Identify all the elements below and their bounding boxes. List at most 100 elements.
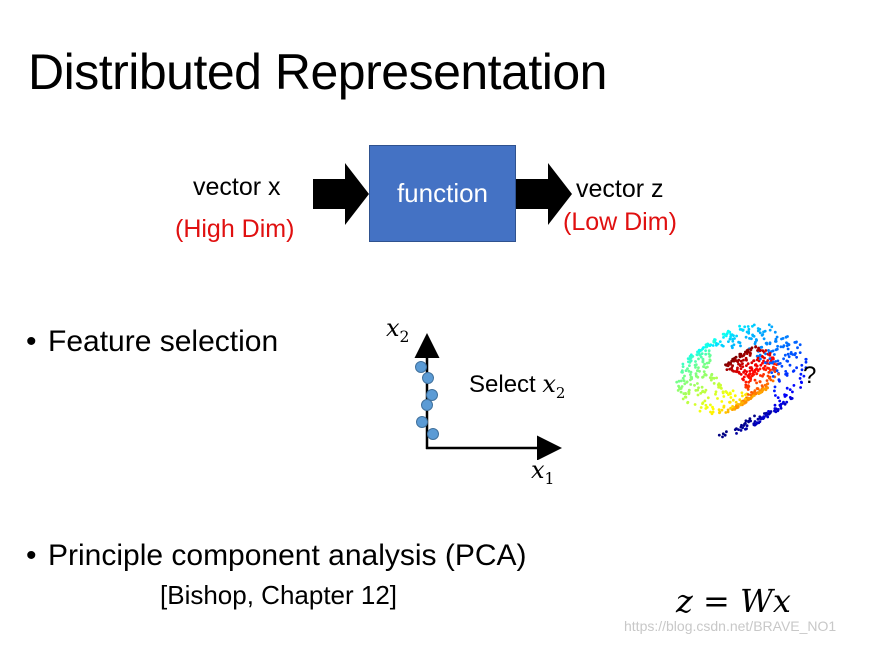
roll-point [711, 344, 715, 347]
roll-point [736, 366, 739, 370]
roll-point [774, 348, 778, 352]
roll-point [800, 368, 804, 372]
roll-point [754, 338, 758, 341]
roll-point [772, 365, 775, 369]
slide-title: Distributed Representation [28, 44, 608, 100]
roll-point [749, 347, 753, 351]
roll-point [792, 384, 796, 387]
roll-point [774, 340, 778, 343]
roll-point [766, 359, 770, 362]
roll-point [752, 423, 756, 427]
roll-point [756, 329, 760, 333]
roll-point [758, 349, 762, 353]
roll-point [750, 361, 754, 365]
roll-point [698, 353, 702, 357]
roll-point [709, 378, 713, 382]
roll-point [768, 352, 772, 355]
roll-point [742, 354, 746, 357]
roll-point [746, 362, 750, 366]
roll-point [731, 398, 735, 402]
roll-point [750, 367, 754, 371]
roll-point [726, 408, 730, 412]
roll-point [800, 363, 804, 367]
roll-point [745, 330, 749, 334]
roll-point [699, 391, 703, 395]
roll-point [749, 377, 753, 381]
roll-point [701, 375, 704, 379]
roll-point [773, 403, 777, 407]
roll-point [775, 369, 779, 372]
roll-point [711, 410, 715, 414]
roll-point [745, 370, 748, 373]
roll-point [731, 357, 735, 361]
roll-point [697, 386, 700, 390]
roll-point [738, 354, 742, 358]
roll-point [804, 360, 808, 364]
roll-point [677, 379, 681, 383]
roll-point [721, 332, 725, 336]
roll-point [742, 424, 746, 427]
roll-point [753, 342, 757, 346]
roll-point [762, 359, 765, 363]
roll-point [746, 374, 750, 378]
roll-point [767, 371, 771, 374]
roll-point [739, 367, 743, 370]
roll-point [740, 391, 744, 395]
roll-point [685, 380, 689, 384]
roll-point [723, 333, 727, 337]
roll-point [731, 339, 735, 343]
roll-point [735, 432, 738, 435]
bullet-marker: • [26, 539, 37, 572]
roll-point [766, 386, 769, 390]
roll-point [785, 372, 789, 375]
roll-point [733, 394, 737, 398]
roll-point [731, 389, 735, 393]
roll-point [702, 365, 705, 368]
roll-point [749, 393, 753, 397]
roll-point [796, 346, 799, 350]
roll-point [762, 373, 765, 376]
feature-point [415, 361, 427, 373]
roll-point [746, 388, 750, 391]
roll-point [769, 410, 773, 413]
roll-point [728, 400, 731, 404]
roll-point [784, 370, 788, 373]
roll-point [776, 396, 780, 399]
roll-point [751, 333, 754, 337]
roll-point [719, 386, 723, 390]
roll-point [689, 359, 693, 363]
roll-point [764, 349, 768, 352]
roll-point [741, 401, 744, 405]
roll-point [757, 421, 761, 425]
roll-point [795, 366, 798, 370]
bullet-marker: • [26, 325, 37, 358]
roll-point [746, 325, 750, 328]
roll-point [782, 357, 785, 361]
roll-point [776, 344, 779, 348]
roll-point [788, 363, 792, 367]
roll-point [775, 335, 779, 339]
roll-point [714, 390, 718, 394]
roll-point [763, 412, 766, 415]
roll-point [680, 385, 684, 388]
roll-point [766, 366, 769, 370]
feature-point [421, 399, 433, 411]
roll-point [771, 375, 775, 378]
roll-point [675, 380, 679, 384]
roll-point [776, 359, 780, 363]
roll-point [770, 325, 774, 329]
roll-point [761, 361, 764, 365]
roll-point [765, 341, 769, 345]
roll-point [707, 361, 711, 365]
roll-point [748, 351, 752, 355]
roll-point [753, 378, 757, 382]
output-arrow [516, 163, 572, 225]
roll-point [745, 349, 749, 352]
roll-point [687, 392, 691, 396]
output-dim-label: (Low Dim) [563, 208, 677, 236]
roll-point [792, 369, 796, 372]
roll-point [767, 349, 770, 352]
roll-point [702, 346, 705, 349]
roll-point [744, 393, 747, 397]
roll-point [785, 386, 789, 390]
